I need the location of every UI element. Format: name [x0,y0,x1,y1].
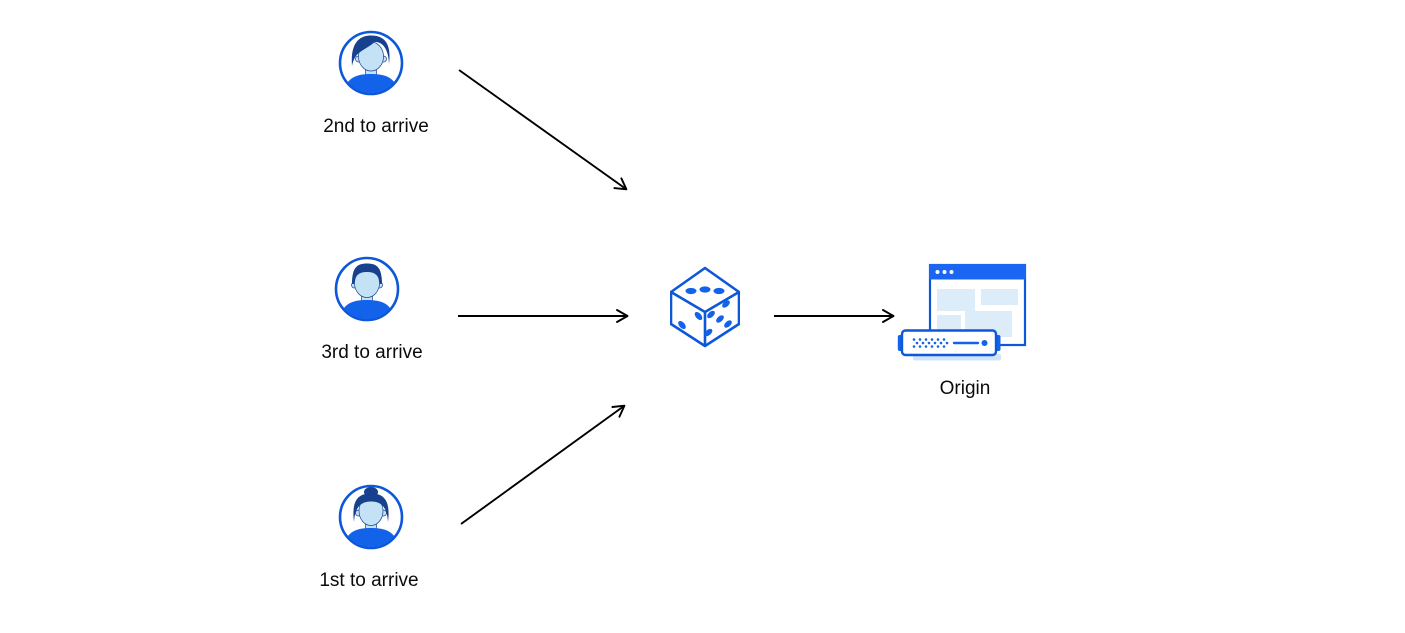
node-label-second: 2nd to arrive [323,116,429,137]
node-user-third [334,256,400,327]
node-label-third: 3rd to arrive [321,342,423,363]
avatar-woman-bun-icon [338,484,404,550]
arrow-second-to-dice [458,69,628,191]
arrow-first-to-dice [460,404,626,525]
node-label-origin: Origin [939,378,991,399]
server-vents [912,338,949,348]
server-icon [897,329,1001,361]
node-origin [897,262,1033,369]
dice-icon [669,266,741,348]
node-dice [669,266,741,353]
node-user-second [338,30,404,101]
avatar-man-swept-hair-icon [338,30,404,96]
origin-server-browser-icon [897,263,1027,361]
node-label-first: 1st to arrive [319,570,419,591]
node-user-first [338,484,404,555]
avatar-man-flat-hair-icon [334,256,400,322]
